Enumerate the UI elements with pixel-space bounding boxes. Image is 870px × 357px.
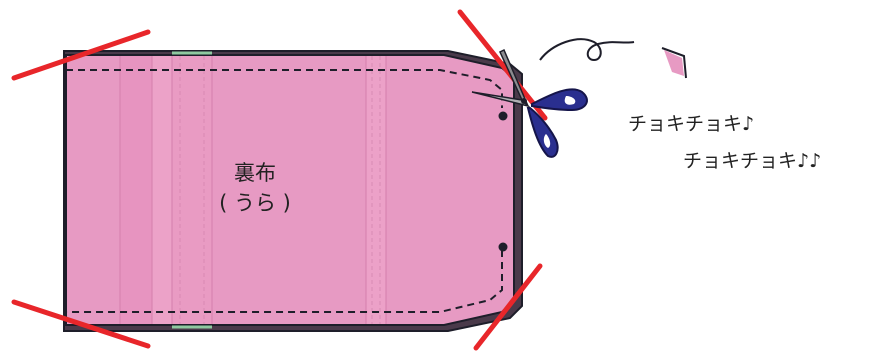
fabric-label-sub: ( うら ) [219,191,291,215]
seam-allowance-line [66,69,503,313]
fabric-pleat-stripes [119,56,387,324]
cut-corner-scrap [661,47,687,79]
caption-line-1: チョキチョキ♪ [628,113,755,135]
fabric-label-main: 裏布 [234,161,276,185]
opening-mark-top [498,111,508,121]
scissors-icon [471,48,588,158]
corner-cut-lines [11,9,548,351]
caption-line-2: チョキチョキ♪♪ [683,150,822,172]
opening-mark-bottom [498,242,508,252]
motion-swirl [539,38,635,62]
